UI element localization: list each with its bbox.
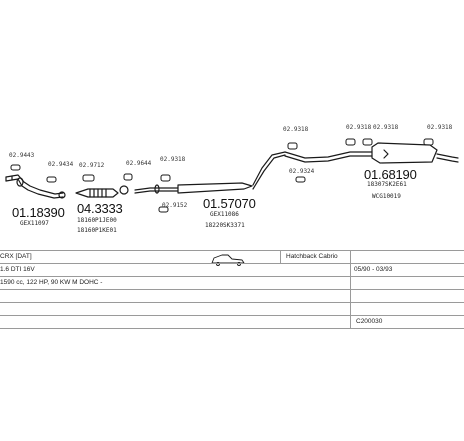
part-ref-label: 02.9644 xyxy=(126,160,152,167)
vehicle-body: Hatchback Cabrio xyxy=(286,253,338,260)
table-rule xyxy=(0,250,464,251)
part-subcode: WCG10019 xyxy=(372,193,401,200)
part-ref-label: 02.9318 xyxy=(427,124,453,131)
vehicle-model: CRX [DAT] xyxy=(0,253,32,260)
part-number-catalyst: 04.3333 xyxy=(77,201,123,216)
table-rule xyxy=(0,302,464,303)
part-subcode: 18160P1JE00 xyxy=(77,217,117,224)
table-divider xyxy=(280,250,281,263)
vehicle-engine: 1.6 DTI 16V xyxy=(0,266,35,273)
table-rule xyxy=(0,328,464,329)
vehicle-years: 05/90 - 03/93 xyxy=(354,266,393,273)
front-pipe-part xyxy=(5,174,66,199)
part-ref-label: 02.9434 xyxy=(48,161,74,168)
hanger-clamp-parts xyxy=(10,138,434,213)
vehicle-spec: 1590 cc, 122 HP, 90 KW M DOHC - xyxy=(0,279,103,286)
table-rule xyxy=(0,276,464,277)
car-silhouette-icon xyxy=(211,254,245,266)
part-number-rear-silencer: 01.68190 xyxy=(364,167,417,182)
part-subcode: 18160P1KE01 xyxy=(77,227,117,234)
part-subcode: GEX11097 xyxy=(20,220,49,227)
middle-pipe-part xyxy=(134,151,286,194)
part-ref-label: 02.9318 xyxy=(373,124,399,131)
part-subcode: 18220SK3371 xyxy=(205,222,245,229)
part-ref-label: 02.9443 xyxy=(9,152,35,159)
rear-silencer-part xyxy=(284,142,459,164)
table-rule xyxy=(0,289,464,290)
part-ref-label: 02.9712 xyxy=(79,162,105,169)
table-rule xyxy=(0,315,464,316)
part-ref-label: 02.9318 xyxy=(283,126,309,133)
part-ref-label: 02.9318 xyxy=(160,156,186,163)
part-subcode: 18307SK2E61 xyxy=(367,181,407,188)
table-divider xyxy=(350,250,351,328)
part-ref-label: 02.9152 xyxy=(162,202,188,209)
part-ref-label: 02.9324 xyxy=(289,168,315,175)
table-rule xyxy=(0,263,464,264)
catalogue-code: C200030 xyxy=(356,318,383,325)
part-ref-label: 02.9318 xyxy=(346,124,372,131)
part-number-front-pipe: 01.18390 xyxy=(12,205,65,220)
part-subcode: GEX11086 xyxy=(210,211,239,218)
part-number-middle-pipe: 01.57070 xyxy=(203,196,256,211)
catalytic-converter-part xyxy=(75,185,129,198)
